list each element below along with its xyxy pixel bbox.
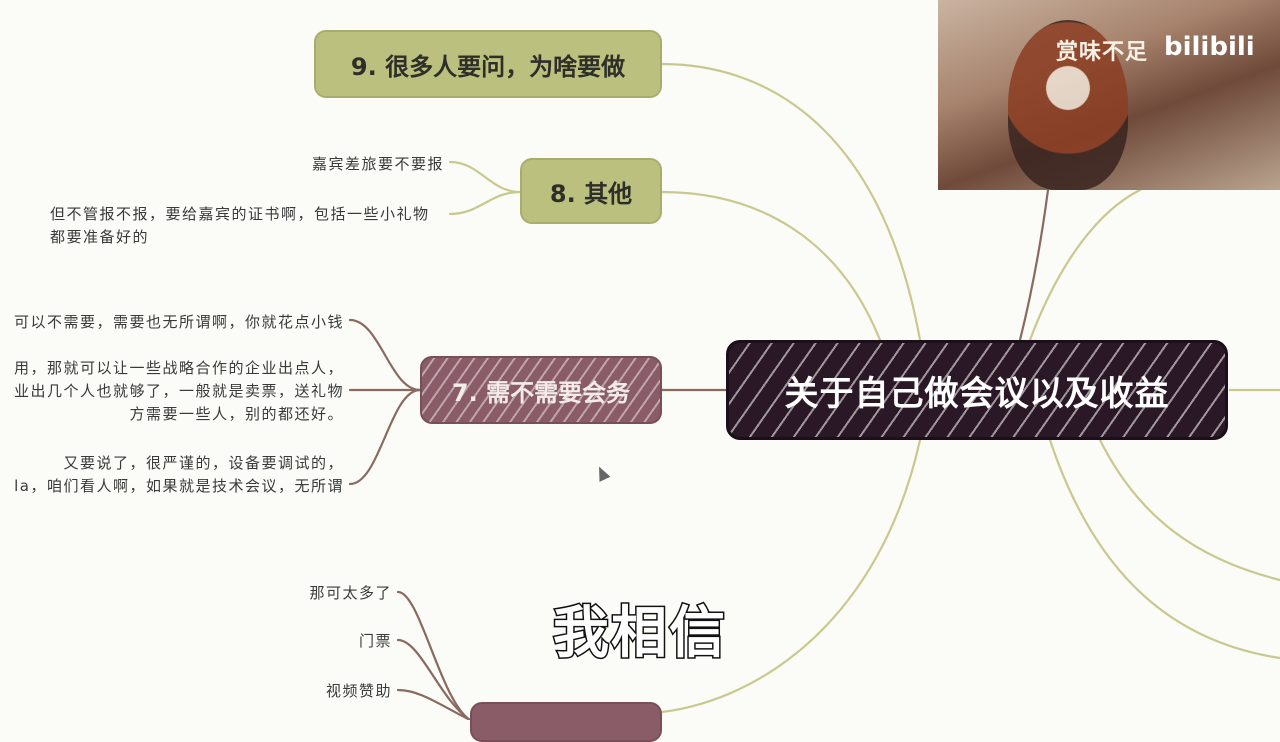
branch-8-node[interactable]: 8. 其他	[520, 158, 662, 224]
branch-7-leaf[interactable]: 用，那就可以让一些战略合作的企业出点人，	[13, 359, 344, 377]
bilibili-logo: bilibili	[1164, 32, 1255, 62]
central-topic-node[interactable]: 关于自己做会议以及收益	[726, 340, 1228, 440]
branch-7-node[interactable]: 7. 需不需要会务	[420, 356, 662, 424]
video-thumbnail-overlay[interactable]: 赏味不足 bilibili	[938, 0, 1280, 190]
link-center-8	[660, 190, 882, 342]
link-6-leaf2	[396, 638, 472, 720]
central-topic-label: 关于自己做会议以及收益	[784, 373, 1170, 414]
branch-8-leaf[interactable]: 但不管报不报，要给嘉宾的证书啊，包括一些小礼物	[50, 205, 430, 223]
link-center-right-3	[1048, 438, 1280, 660]
link-center-6	[660, 438, 922, 714]
branch-6-leaf[interactable]: 那可太多了	[309, 584, 392, 602]
branch-9-node[interactable]: 9. 很多人要问，为啥要做	[314, 30, 662, 98]
branch-7-leaf-continued: 业出几个人也就够了，一般就是卖票，送礼物	[13, 382, 344, 400]
mindmap-canvas: 9. 很多人要问，为啥要做 8. 其他 7. 需不需要会务 关于自己做会议以及收…	[13, 0, 1280, 742]
branch-6-node[interactable]	[470, 702, 662, 742]
branch-9-label: 9. 很多人要问，为啥要做	[350, 52, 626, 81]
link-8-leaf2	[448, 190, 522, 216]
video-overlay-text: 赏味不足	[1056, 40, 1149, 65]
link-6-leaf1	[396, 590, 472, 720]
link-video	[1018, 188, 1050, 342]
branch-8-leaf-continued: 都要准备好的	[50, 228, 150, 246]
red-panda-image	[1008, 20, 1128, 190]
link-center-9	[660, 62, 922, 342]
mindmap-links	[348, 62, 1280, 720]
branch-7-leaf-continued: la，咱们看人啊，如果就是技术会议，无所谓	[14, 477, 344, 495]
branch-8-label: 8. 其他	[549, 179, 633, 208]
link-8-leaf1	[448, 160, 522, 194]
link-center-right-4	[1098, 438, 1280, 582]
link-6-leaf3	[396, 688, 472, 720]
link-7-leaf3	[348, 388, 422, 486]
branch-7-label: 7. 需不需要会务	[451, 378, 631, 407]
video-subtitle: 我相信	[552, 600, 727, 668]
branch-6-leaf[interactable]: 门票	[358, 632, 392, 650]
link-center-right-1	[1028, 188, 1142, 342]
branch-8-leaf[interactable]: 嘉宾差旅要不要报	[311, 155, 444, 173]
branch-7-leaf[interactable]: 又要说了，很严谨的，设备要调试的，	[63, 454, 344, 472]
branch-7-leaf[interactable]: 可以不需要，需要也无所谓啊，你就花点小钱	[13, 313, 344, 331]
branch-7-leaf-continued: 方需要一些人，别的都还好。	[129, 405, 344, 423]
link-7-leaf1	[348, 318, 422, 392]
branch-6-leaf[interactable]: 视频赞助	[325, 682, 392, 700]
